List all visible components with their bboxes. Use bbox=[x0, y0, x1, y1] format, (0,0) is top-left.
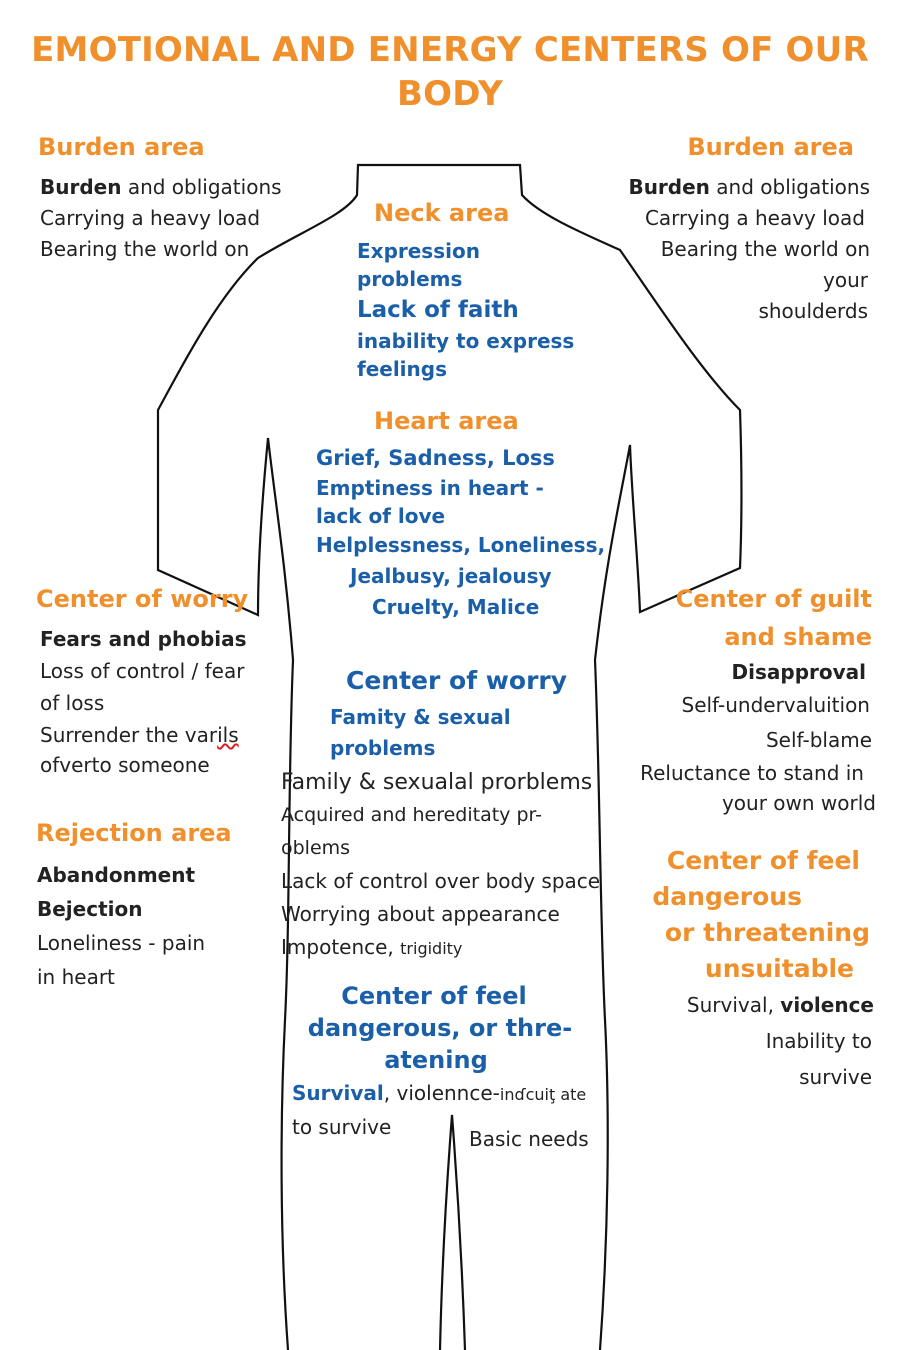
heart-line2: Emptiness in heart - bbox=[316, 476, 544, 500]
burden-left-rest: and obligations bbox=[121, 175, 282, 199]
neck-line2: problems bbox=[357, 267, 463, 291]
danger-right-line3: survive bbox=[799, 1065, 872, 1089]
burden-left-text: Burden and obligations Carrying a heavy … bbox=[40, 172, 282, 265]
worry-center-text: Family & sexualal prorblems Acquired and… bbox=[281, 766, 600, 965]
danger-center-heading-line3: atening bbox=[384, 1046, 488, 1074]
danger-right-line2: Inability to bbox=[765, 1029, 872, 1053]
burden-left-line1: Burden and obligations bbox=[40, 172, 282, 203]
danger-right-heading-line1: Center of feel bbox=[666, 846, 860, 875]
danger-right-line1c: violence bbox=[780, 993, 874, 1017]
burden-left-bold: Burden bbox=[40, 175, 122, 199]
danger-center-line3: Basic needs bbox=[469, 1127, 589, 1151]
burden-right-bold: Burden bbox=[628, 175, 710, 199]
worry-center-line3: oblems bbox=[281, 837, 351, 859]
danger-center-line1c: inɗcuiţ ate bbox=[499, 1085, 587, 1104]
worry-left-line5: ofverto someone bbox=[40, 753, 210, 777]
danger-right-line1a: Survival bbox=[686, 993, 768, 1017]
rejection-line1: Abandonment bbox=[37, 863, 196, 887]
burden-right-line4: your bbox=[823, 268, 868, 292]
rejection-line4: in heart bbox=[37, 965, 115, 989]
guilt-text: Disapproval Self-undervaluition Self-bla… bbox=[640, 656, 876, 818]
rejection-line2: Bejection bbox=[37, 897, 143, 921]
burden-left-heading: Burden area bbox=[38, 133, 205, 161]
guilt-line4: Reluctance to stand in bbox=[640, 761, 864, 785]
worry-left-line2: Loss of control / fear bbox=[40, 659, 245, 683]
page-title: EMOTIONAL AND ENERGY CENTERS OF OUR BODY bbox=[0, 28, 900, 116]
worry-center-heading: Center of worry bbox=[346, 666, 568, 695]
danger-right-text: Survival, violence Inability to survive bbox=[687, 988, 874, 1094]
heart-line6: Cruelty, Malice bbox=[372, 595, 540, 619]
rejection-text: Abandonment Bejection Loneliness - pain … bbox=[37, 858, 205, 994]
danger-right-heading-line2: dangerous bbox=[652, 882, 802, 911]
guilt-heading-line1: Center of guilt bbox=[675, 585, 872, 613]
burden-right-line3: Bearing the world on bbox=[660, 237, 870, 261]
worry-center-line5: Worrying about appearance bbox=[281, 902, 560, 926]
rejection-heading: Rejection area bbox=[36, 819, 232, 847]
danger-center-heading-line1: Center of feel bbox=[341, 982, 527, 1010]
burden-left-line3: Bearing the world on bbox=[40, 237, 250, 261]
worry-center-blue1: Famity & sexual bbox=[330, 705, 511, 729]
worry-center-line4: Lack of control over body space bbox=[281, 869, 601, 893]
guilt-line1: Disapproval bbox=[731, 660, 866, 684]
worry-center-line6: Impotence, trigidity bbox=[281, 931, 600, 965]
worry-center-blue2: problems bbox=[330, 736, 436, 760]
heart-text: Grief, Sadness, Loss Emptiness in heart … bbox=[316, 442, 605, 623]
worry-left-text: Fears and phobias Loss of control / fear… bbox=[40, 622, 247, 780]
body-outline bbox=[156, 163, 743, 1350]
danger-center-line1: Survival, violennce-inɗcuiţ ate bbox=[292, 1077, 586, 1111]
rejection-line3: Loneliness - pain bbox=[37, 931, 206, 955]
guilt-line2: Self-undervaluition bbox=[681, 693, 871, 717]
heart-heading: Heart area bbox=[374, 407, 519, 435]
heart-line1: Grief, Sadness, Loss bbox=[316, 446, 555, 470]
worry-left-line3: of loss bbox=[40, 691, 105, 715]
leg-gap-line bbox=[438, 1114, 467, 1350]
guilt-heading: Center of guilt and shame bbox=[676, 580, 872, 656]
burden-right-line5: shoulderds bbox=[758, 299, 868, 323]
burden-right-heading: Burden area bbox=[687, 133, 854, 161]
danger-right-heading-line3: or threatening bbox=[664, 918, 870, 947]
page-title-line2: BODY bbox=[397, 74, 503, 114]
guilt-line3: Self-blame bbox=[765, 728, 872, 752]
danger-center-heading-line2: dangerous, or thre- bbox=[307, 1014, 573, 1042]
neck-line5: feelings bbox=[357, 357, 447, 381]
worry-center-line1: Family & sexualal prorblems bbox=[281, 770, 593, 795]
worry-center-line6b: trigidity bbox=[400, 939, 463, 958]
page-title-line1: EMOTIONAL AND ENERGY CENTERS OF OUR bbox=[31, 30, 869, 70]
danger-right-heading-line4: unsuitable bbox=[704, 954, 854, 983]
danger-center-line1b: , violennce- bbox=[383, 1081, 500, 1105]
heart-line4: Helplessness, Loneliness, bbox=[316, 533, 606, 557]
burden-right-rest: and obligations bbox=[709, 175, 870, 199]
danger-right-line1b: , bbox=[767, 993, 781, 1017]
heart-line3: lack of love bbox=[316, 504, 446, 528]
neck-line1: Expression bbox=[357, 239, 480, 263]
burden-right-line1: Burden and obligations bbox=[628, 172, 870, 203]
danger-center-line2: to survive bbox=[292, 1115, 392, 1139]
burden-left-line2: Carrying a heavy load bbox=[40, 206, 261, 230]
neck-text: Expression problems Lack of faith inabil… bbox=[357, 237, 574, 383]
neck-line4: inability to express bbox=[357, 329, 575, 353]
danger-center-text: Survival, violennce-inɗcuiţ ate to survi… bbox=[292, 1077, 586, 1143]
worry-left-heading: Center of worry bbox=[36, 585, 249, 613]
worry-left-line4: Surrender the varils bbox=[40, 720, 247, 750]
danger-center-heading: Center of feel dangerous, or thre- ateni… bbox=[300, 980, 580, 1076]
worry-center-line2: Acquired and hereditaty pr- bbox=[281, 804, 542, 826]
danger-center-line1a: Survival bbox=[292, 1081, 384, 1105]
worry-center-blue: Famity & sexual problems bbox=[330, 702, 511, 764]
worry-center-line6a: Impotence, bbox=[281, 935, 401, 959]
worry-left-line4b: ils bbox=[217, 723, 239, 747]
guilt-heading-line2: and shame bbox=[724, 623, 872, 651]
worry-left-line4a: Surrender the var bbox=[40, 723, 218, 747]
danger-right-line1: Survival, violence bbox=[687, 988, 874, 1022]
heart-line5: Jealbusy, jealousy bbox=[350, 564, 552, 588]
worry-left-line1: Fears and phobias bbox=[40, 627, 247, 651]
danger-right-heading: Center of feel dangerous or threatening … bbox=[652, 843, 870, 987]
guilt-line5: your own world bbox=[721, 791, 876, 815]
burden-right-line2: Carrying a heavy load bbox=[644, 206, 865, 230]
neck-heading: Neck area bbox=[374, 199, 510, 227]
neck-line3: Lack of faith bbox=[357, 297, 519, 323]
burden-right-text: Burden and obligations Carrying a heavy … bbox=[628, 172, 870, 327]
